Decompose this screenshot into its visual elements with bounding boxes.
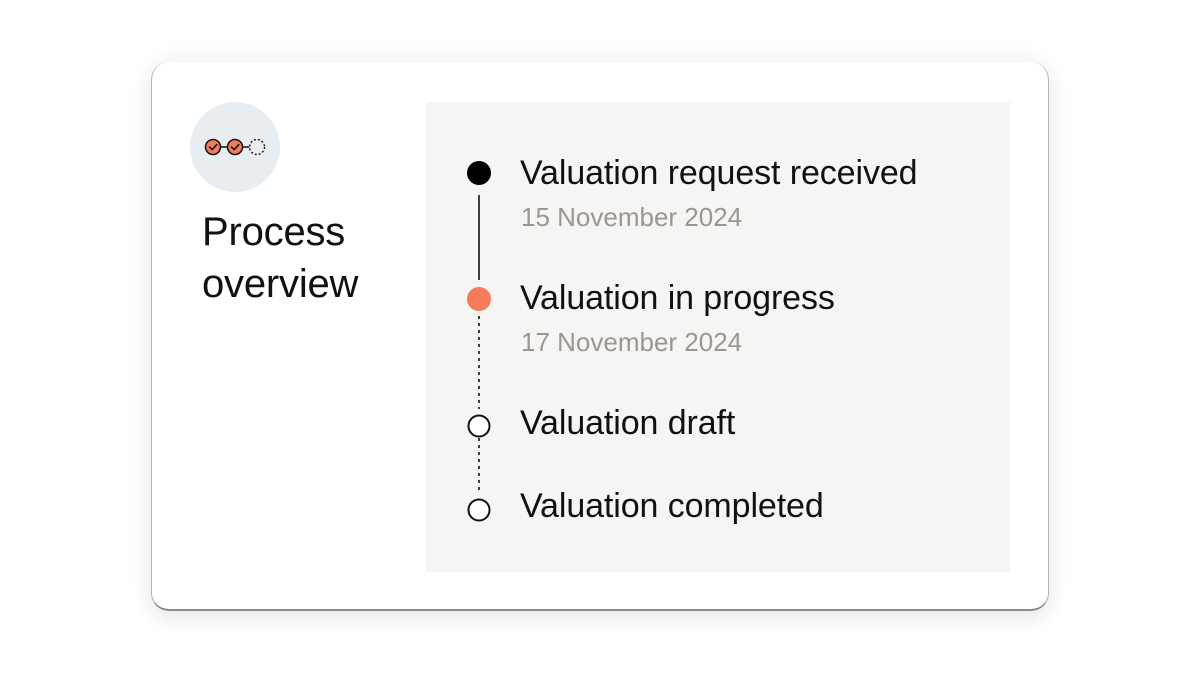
- progress-steps-icon: [190, 102, 280, 192]
- step-2-date: 17 November 2024: [521, 327, 743, 357]
- timeline-track: [467, 161, 491, 522]
- step-2-current-dot: [467, 287, 491, 311]
- step-1-label: Valuation request received: [520, 154, 918, 192]
- progress-steps-glyph: [204, 138, 266, 156]
- step-4-label: Valuation completed: [520, 487, 824, 525]
- step-1-completed-dot: [467, 161, 491, 185]
- step-3-pending-dot: [467, 414, 491, 438]
- step-4-pending-dot: [467, 498, 491, 522]
- timeline-panel: [426, 102, 1010, 572]
- step-1-date: 15 November 2024: [521, 202, 743, 232]
- step-3-label: Valuation draft: [520, 404, 736, 442]
- step-2-label: Valuation in progress: [520, 279, 835, 317]
- card-title: Process overview: [202, 210, 359, 306]
